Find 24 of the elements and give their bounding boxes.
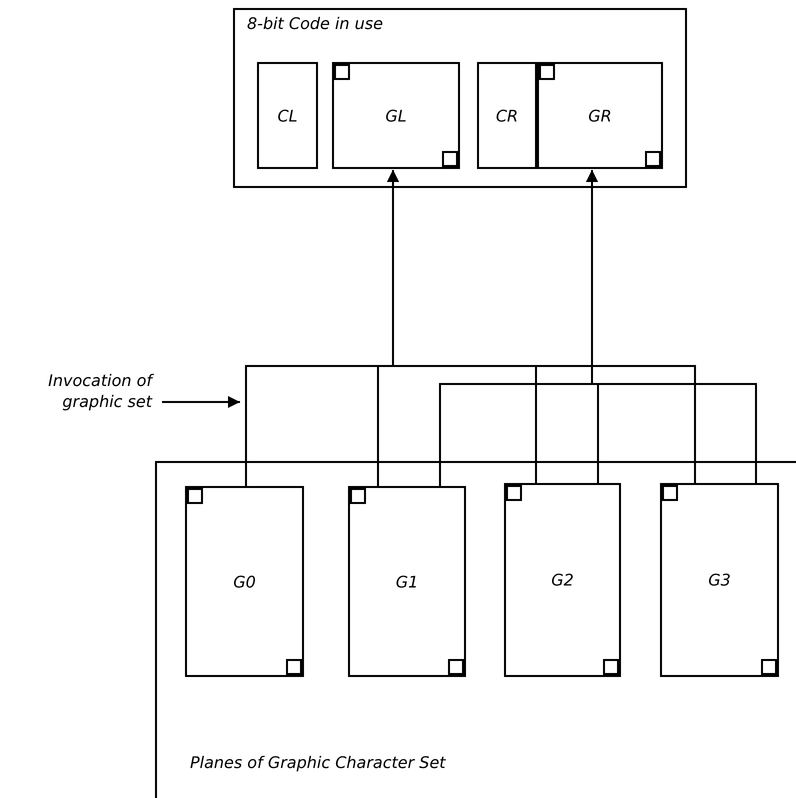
connector-arrow (387, 170, 696, 483)
plane-label: GR (588, 106, 612, 125)
planes-panel (155, 461, 796, 798)
plane-label: CL (277, 106, 298, 125)
annotation-text: Invocation of graphic set (47, 370, 152, 412)
plane-label: GL (385, 106, 407, 125)
plane-box (257, 62, 318, 169)
plane-box (348, 486, 466, 677)
plane-box (477, 62, 537, 169)
plane-box (660, 483, 779, 677)
plane-box (332, 62, 460, 169)
plane-box (185, 486, 304, 677)
plane-label: G0 (233, 572, 256, 591)
plane-label: CR (496, 106, 518, 125)
plane-box (537, 62, 663, 169)
plane-label: G2 (551, 570, 574, 590)
plane-box (504, 483, 621, 677)
pointer-arrow (162, 396, 240, 408)
code-panel (233, 8, 687, 188)
plane-label: G3 (708, 570, 731, 590)
connector-arrow (586, 170, 757, 483)
plane-label: G1 (396, 572, 418, 591)
panel-title: Planes of Graphic Character Set (190, 753, 446, 772)
panel-title: 8-bit Code in use (247, 14, 383, 33)
